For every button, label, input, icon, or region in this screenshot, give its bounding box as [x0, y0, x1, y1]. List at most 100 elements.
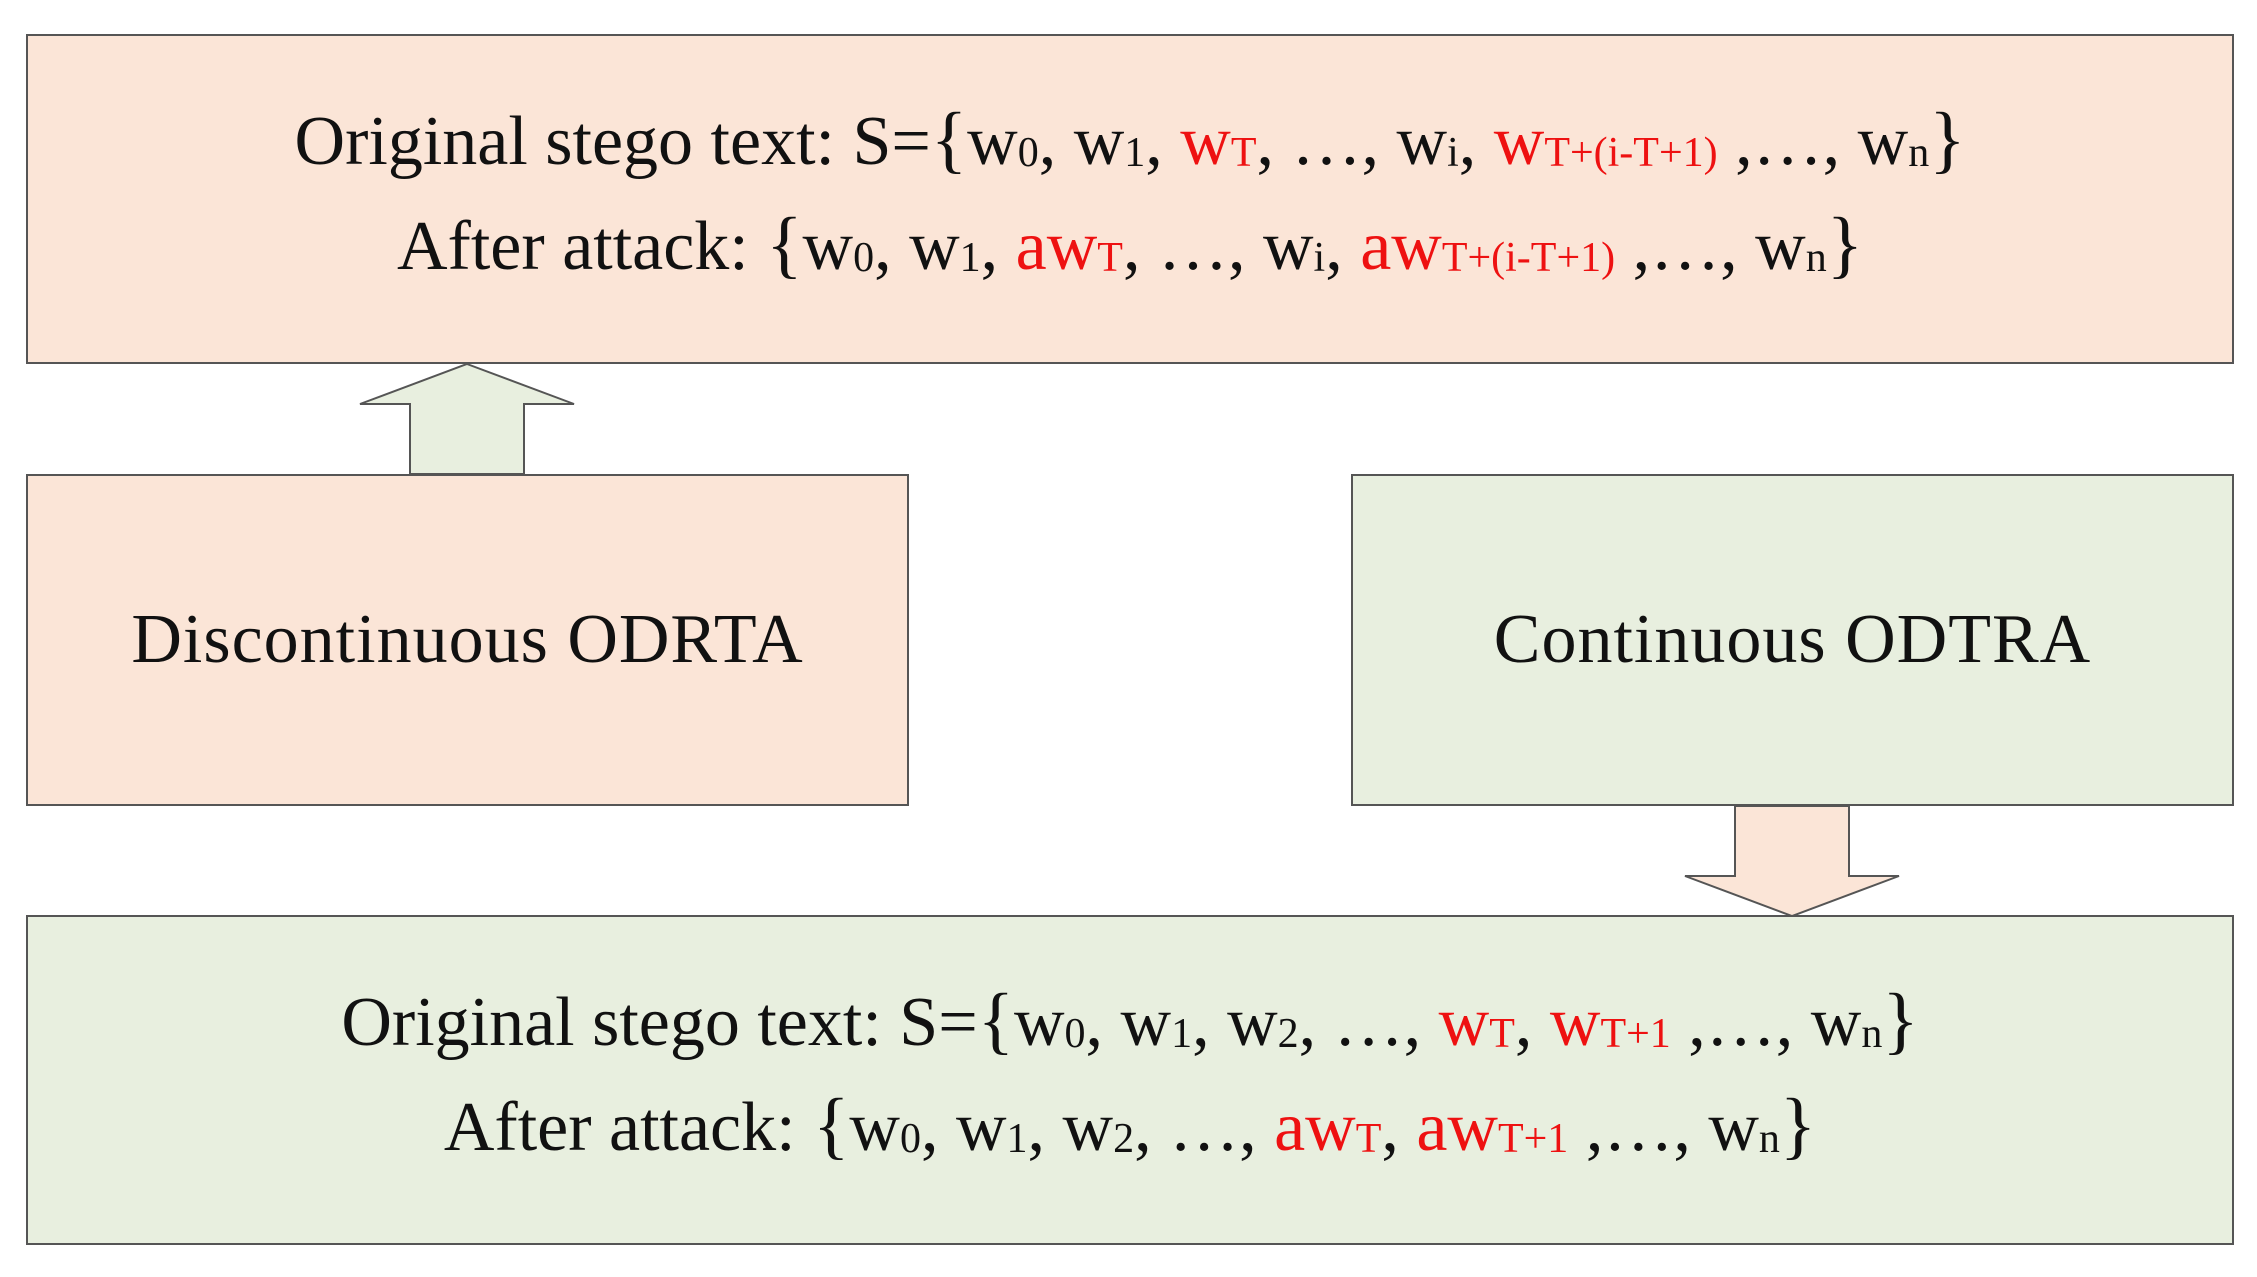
word-subscript: i [1313, 235, 1326, 282]
separator: , [1027, 1089, 1063, 1166]
word-token: wn [1858, 103, 1930, 180]
highlighted-word-token: wT+1 ,…, [1550, 984, 1811, 1061]
word-base: w [1396, 102, 1448, 180]
word-subscript: n [1805, 235, 1827, 282]
separator: , [1085, 983, 1121, 1061]
highlighted-word-token: wT, [1180, 103, 1291, 180]
word-subscript: T+(i-T+1) [1441, 235, 1616, 282]
continuous-attack-line: After attack: {w0, w1, w2, …, awT, awT+1… [444, 1080, 1816, 1185]
word-token: w1, [1121, 984, 1228, 1061]
separator: ,…, [1717, 102, 1858, 180]
word-token: …, [1158, 208, 1263, 285]
highlighted-word-token: wT, [1439, 984, 1550, 1061]
word-subscript: 1 [959, 235, 981, 282]
word-token: wn [1811, 984, 1883, 1061]
separator: , [1145, 102, 1181, 180]
close-brace: } [1882, 978, 1919, 1062]
word-token: w2, [1063, 1089, 1170, 1166]
separator: , [1134, 1089, 1170, 1166]
word-subscript: 0 [853, 235, 875, 282]
word-base: w [849, 1089, 900, 1166]
word-base: … [1333, 983, 1404, 1061]
word-subscript: 2 [1277, 1011, 1299, 1057]
word-token: w0, [1014, 984, 1121, 1061]
word-base: w [1180, 102, 1231, 180]
highlighted-word-token: awT, [1016, 208, 1158, 285]
word-base: w [1755, 208, 1806, 285]
word-base: aw [1360, 208, 1442, 285]
word-base: w [1438, 983, 1490, 1061]
discontinuous-result-box: Original stego text: S={w0, w1, wT, …, w… [26, 34, 2234, 364]
word-token: w1, [909, 208, 1016, 285]
word-token: …, [1169, 1089, 1274, 1166]
discontinuous-method-label: Discontinuous ODRTA [131, 601, 804, 678]
word-token: wi, [1397, 103, 1494, 180]
separator: , [1239, 1089, 1275, 1166]
separator: , [1403, 983, 1439, 1061]
word-base: w [802, 208, 854, 285]
word-subscript: n [1908, 130, 1930, 176]
separator: , [1227, 208, 1263, 285]
separator: , [1038, 102, 1074, 180]
separator: , [1514, 983, 1550, 1061]
word-base: aw [1274, 1089, 1356, 1166]
separator: ,…, [1615, 208, 1756, 285]
word-subscript: T [1489, 1011, 1515, 1057]
word-token: wi, [1263, 208, 1360, 285]
word-base: w [1708, 1089, 1759, 1166]
highlighted-word-token: awT, [1274, 1089, 1416, 1166]
separator: ,…, [1670, 983, 1811, 1061]
word-subscript: i [1447, 130, 1459, 176]
separator: , [1381, 1089, 1417, 1166]
continuous-original-line: Original stego text: S={w0, w1, w2, …, w… [341, 975, 1918, 1080]
discontinuous-original-line: Original stego text: S={w0, w1, wT, …, w… [295, 94, 1966, 199]
word-subscript: 1 [1006, 1116, 1028, 1163]
word-base: … [1169, 1089, 1240, 1166]
word-base: w [1810, 983, 1862, 1061]
word-subscript: 2 [1113, 1116, 1135, 1163]
word-base: w [1013, 983, 1065, 1061]
discontinuous-method-box: Discontinuous ODRTA [26, 474, 909, 806]
continuous-method-box: Continuous ODTRA [1351, 474, 2234, 806]
word-subscript: 1 [1124, 130, 1146, 176]
close-brace: } [1779, 1084, 1817, 1167]
line-prefix: After attack: [397, 208, 767, 285]
word-subscript: n [1861, 1011, 1883, 1057]
word-subscript: T [1230, 130, 1257, 176]
separator: , [1256, 102, 1292, 180]
word-base: w [1857, 102, 1909, 180]
separator: ,…, [1568, 1089, 1709, 1166]
word-subscript: 0 [1064, 1011, 1086, 1057]
word-token: w1, [1074, 103, 1181, 180]
word-base: aw [1416, 1089, 1498, 1166]
word-base: w [967, 102, 1018, 180]
word-subscript: 1 [1171, 1011, 1193, 1057]
up-arrow-icon [359, 362, 575, 475]
open-brace: { [766, 203, 803, 286]
highlighted-word-token: awT+1 ,…, [1416, 1089, 1708, 1166]
separator: , [1192, 983, 1228, 1061]
line-prefix: Original stego text: S= [294, 102, 931, 180]
word-subscript: 0 [1017, 130, 1039, 176]
open-brace: { [977, 978, 1014, 1062]
separator: , [1325, 208, 1361, 285]
separator: , [980, 208, 1016, 285]
line-prefix: After attack: [443, 1089, 814, 1166]
word-subscript: T [1355, 1116, 1382, 1163]
word-base: w [1062, 1089, 1114, 1166]
word-token: w0, [967, 103, 1074, 180]
word-base: aw [1015, 208, 1098, 285]
word-subscript: n [1758, 1116, 1780, 1163]
highlighted-word-token: awT+(i-T+1) ,…, [1360, 208, 1755, 285]
discontinuous-result-text: Original stego text: S={w0, w1, wT, …, w… [28, 36, 2232, 362]
down-arrow-icon [1684, 805, 1900, 918]
separator: , [1458, 102, 1494, 180]
separator: , [920, 1089, 956, 1166]
separator: , [1122, 208, 1158, 285]
word-subscript: T+1 [1497, 1116, 1569, 1163]
word-token: w0, [849, 1089, 956, 1166]
word-token: …, [1334, 984, 1439, 1061]
word-token: wn [1755, 208, 1827, 285]
continuous-result-text: Original stego text: S={w0, w1, w2, …, w… [28, 917, 2232, 1243]
continuous-result-box: Original stego text: S={w0, w1, w2, …, w… [26, 915, 2234, 1245]
